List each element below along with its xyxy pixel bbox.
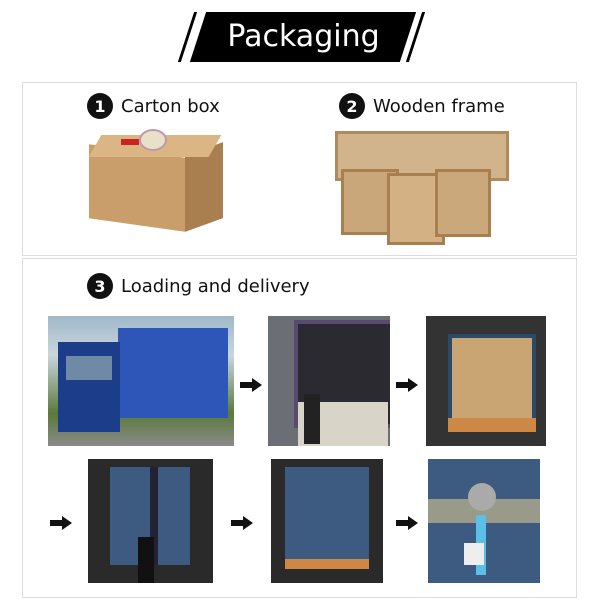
arrow-right-icon: [231, 516, 253, 530]
container-loading-photo: [268, 316, 390, 446]
step-number: 3: [87, 273, 113, 299]
arrow-right-icon: [396, 378, 418, 392]
loading-label: 3 Loading and delivery: [87, 273, 310, 299]
carton-box-label: 1 Carton box: [87, 93, 220, 119]
truck-photo: [48, 316, 234, 446]
title-banner: Packaging: [177, 12, 426, 62]
arrow-right-icon: [50, 516, 72, 530]
step-number: 2: [339, 93, 365, 119]
section-label: Carton box: [121, 95, 220, 117]
arrow-right-icon: [396, 516, 418, 530]
arrow-right-icon: [240, 378, 262, 392]
step-number: 1: [87, 93, 113, 119]
container-closed-photo: [271, 459, 383, 583]
container-seal-photo: [428, 459, 540, 583]
loaded-container-photo: [426, 316, 546, 446]
section-label: Loading and delivery: [121, 275, 310, 297]
wooden-frame-label: 2 Wooden frame: [339, 93, 505, 119]
wooden-frame-image: [331, 129, 509, 247]
container-doors-photo: [88, 459, 213, 583]
carton-box-image: [88, 129, 223, 249]
packaging-panel: 1 Carton box 2 Wooden frame: [22, 82, 577, 256]
page-title: Packaging: [227, 19, 380, 54]
section-label: Wooden frame: [373, 95, 505, 117]
